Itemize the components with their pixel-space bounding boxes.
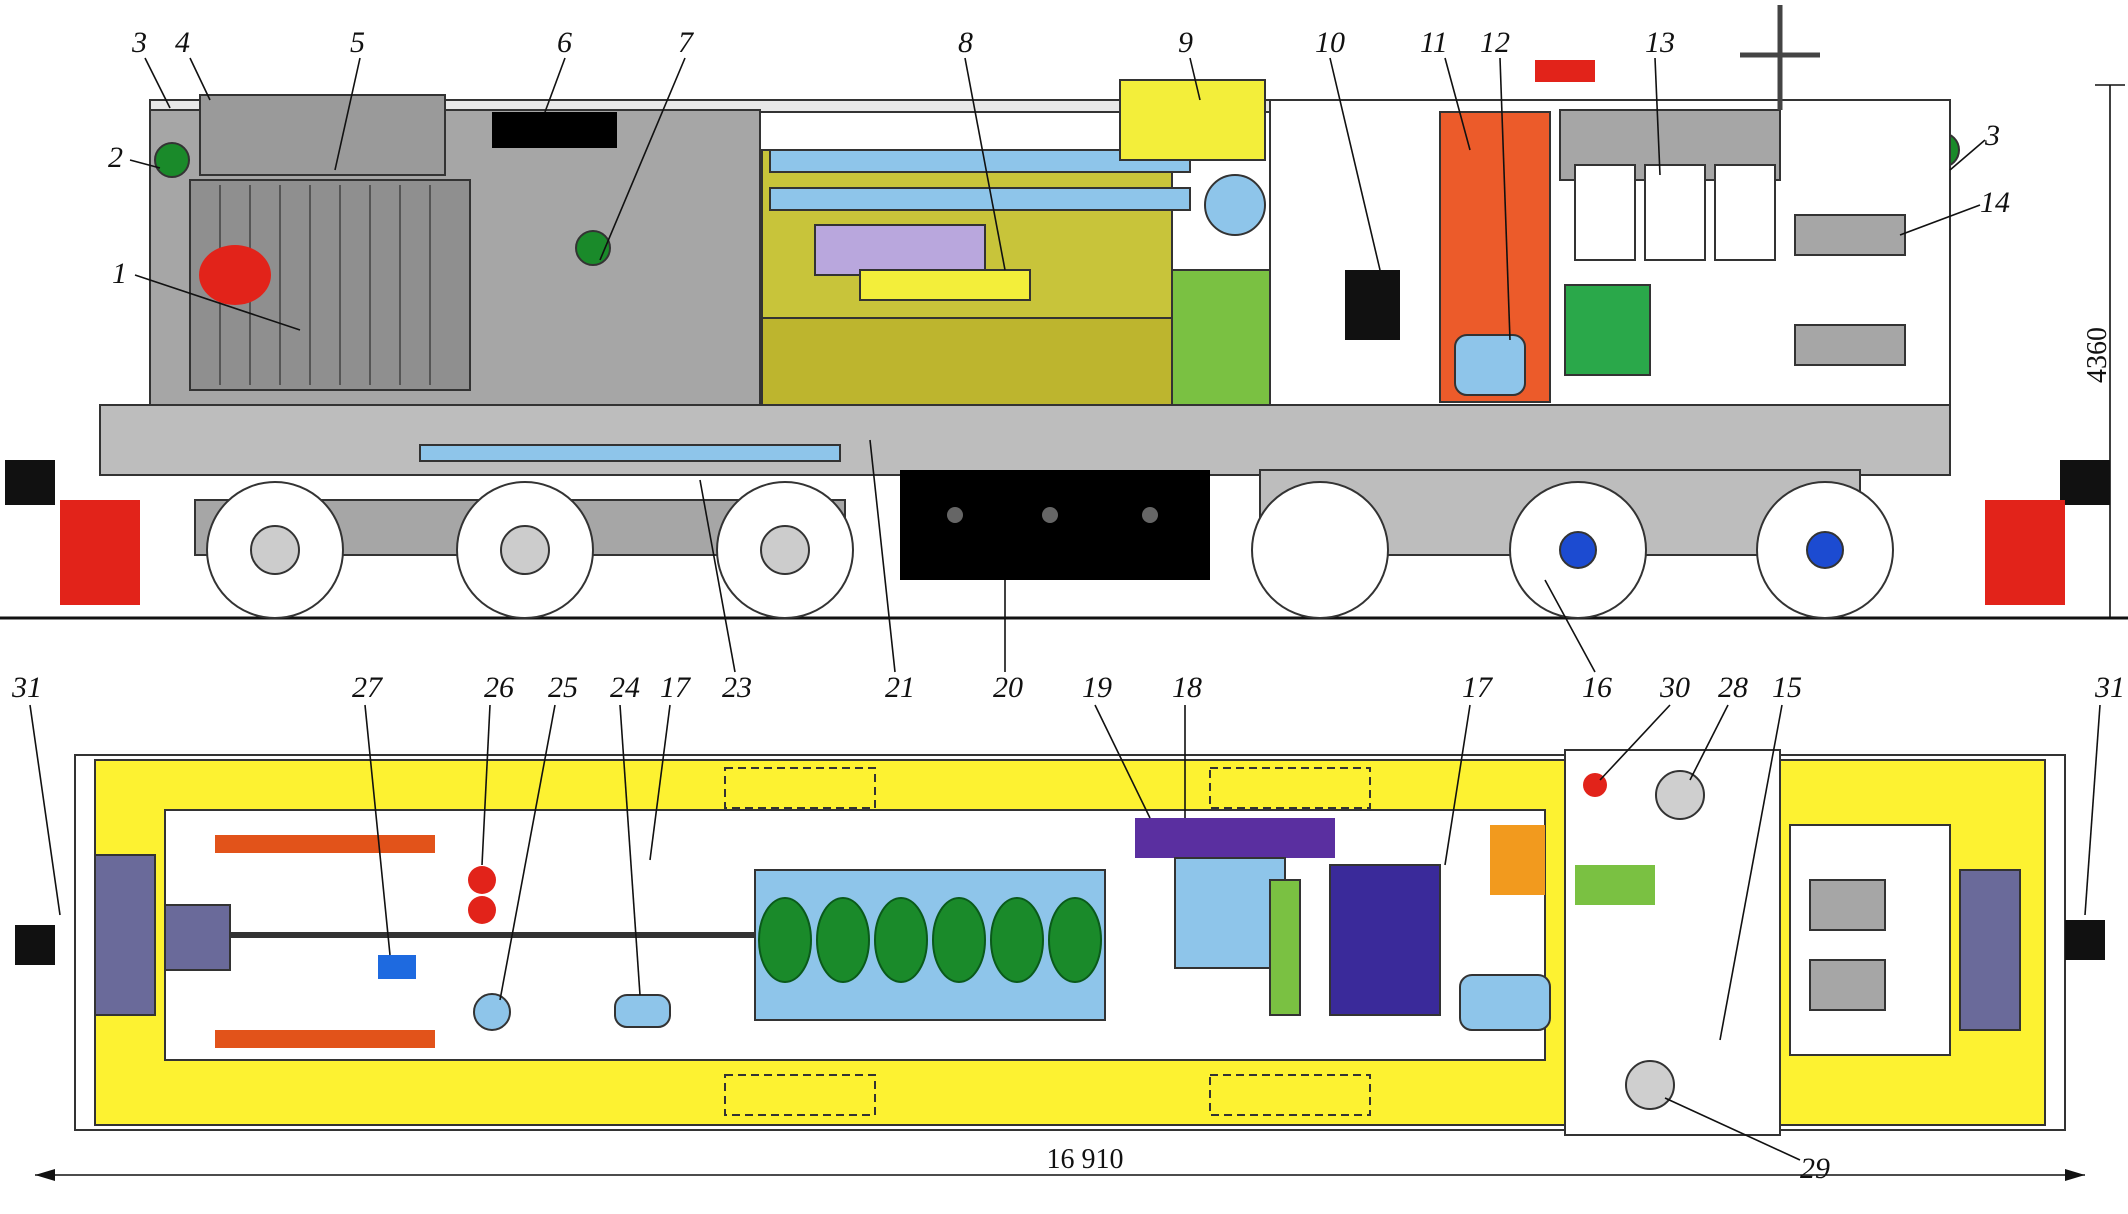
callout-2: 2 [108, 141, 123, 174]
turbocharger-plan [1174, 857, 1286, 969]
callout-1: 1 [112, 257, 127, 290]
control-desk [1564, 284, 1651, 376]
roof-hatch [492, 112, 617, 148]
height-dimension: 4360 [2082, 84, 2125, 618]
callout-27: 27 [352, 671, 384, 704]
callout-19: 19 [1082, 671, 1112, 704]
callout-labels: 1 2 3 4 5 6 7 8 9 10 11 12 13 3 14 23 21 [11, 26, 2125, 1185]
red-pump [468, 896, 496, 924]
turbo-charger [1204, 174, 1266, 236]
access-panels [724, 767, 1371, 1116]
callout-3: 3 [131, 26, 147, 59]
cab-window-3 [1714, 164, 1776, 261]
callout-9: 9 [1178, 26, 1193, 59]
callout-6: 6 [557, 26, 572, 59]
cab-window-1 [1574, 164, 1636, 261]
callout-14: 14 [1980, 186, 2010, 219]
callout-15: 15 [1772, 671, 1802, 704]
wheelset-1 [206, 481, 854, 619]
callout-8: 8 [958, 26, 973, 59]
coupler-icon [5, 460, 55, 505]
callout-5: 5 [350, 26, 365, 59]
generator-plan [1269, 879, 1301, 1016]
callout-10: 10 [1315, 26, 1345, 59]
snow-plow [60, 500, 140, 605]
red-pump [468, 866, 496, 894]
callout-25: 25 [548, 671, 578, 704]
traction-motor-blower [1329, 864, 1441, 1016]
fuel-tank-marker [1142, 507, 1158, 523]
callout-21: 21 [885, 671, 915, 704]
fan-drive [473, 993, 511, 1031]
battery-icon [1345, 270, 1400, 340]
callout-3b: 3 [1984, 119, 2000, 152]
callout-30: 30 [1659, 671, 1690, 704]
rear-reservoir [1809, 879, 1886, 931]
air-intake-duct [1119, 79, 1266, 161]
callout-31-right: 31 [2094, 671, 2125, 704]
cab-window-2 [1644, 164, 1706, 261]
callout-26: 26 [484, 671, 514, 704]
callout-29: 29 [1800, 1152, 1830, 1185]
horn-icon [1535, 60, 1595, 82]
wheelset-2 [1251, 481, 1894, 619]
side-view [0, 5, 2128, 620]
rear-reservoir [1809, 959, 1886, 1011]
fuel-tank-marker [1042, 507, 1058, 523]
callout-24: 24 [610, 671, 640, 704]
headlight-icon [154, 142, 190, 178]
callout-16: 16 [1582, 671, 1612, 704]
plan-rear-area [1789, 824, 1951, 1056]
end-platform [94, 854, 156, 1016]
coupler-icon [15, 925, 55, 965]
fan-blades [199, 245, 271, 305]
underframe [99, 404, 1951, 476]
callout-7: 7 [678, 26, 695, 59]
length-label: 16 910 [1047, 1144, 1124, 1175]
engine-head [814, 224, 986, 276]
orange-duct [1490, 825, 1545, 895]
front-axle-housing [164, 904, 231, 971]
engine-plan [754, 869, 1106, 1021]
cylinder-icon [1454, 334, 1526, 396]
snow-plow [1985, 500, 2065, 605]
callout-4: 4 [175, 26, 190, 59]
fuel-tank-marker [947, 507, 963, 523]
exhaust-manifold [1135, 818, 1335, 858]
engine-cylinders [758, 897, 1102, 983]
handbrake-wheel-icon [1655, 770, 1705, 820]
callout-31-left: 31 [11, 671, 42, 704]
callout-20: 20 [993, 671, 1023, 704]
length-dimension: 16 910 [35, 1144, 2085, 1181]
fuel-tank [900, 470, 1210, 580]
plan-view [15, 749, 2105, 1136]
callout-18: 18 [1172, 671, 1202, 704]
oil-filter [614, 994, 671, 1028]
callout-23: 23 [722, 671, 752, 704]
air-reservoir [1794, 324, 1906, 366]
callout-11: 11 [1420, 26, 1448, 59]
air-tank-plan [1459, 974, 1551, 1031]
air-reservoir [1794, 214, 1906, 256]
cooling-pipe-under [419, 444, 841, 462]
cab-seat [1625, 1060, 1675, 1110]
cab-console [1575, 865, 1655, 905]
callout-12: 12 [1480, 26, 1510, 59]
height-label: 4360 [2082, 327, 2113, 383]
engine-turbo [859, 269, 1031, 301]
callout-13: 13 [1645, 26, 1675, 59]
callout-17-left: 17 [660, 671, 692, 704]
cooling-pipes [769, 149, 1191, 211]
callout-28: 28 [1718, 671, 1748, 704]
coupler-icon [2065, 920, 2105, 960]
callout-17-right: 17 [1462, 671, 1494, 704]
blue-compressor [378, 955, 416, 979]
top-fan-housing [199, 94, 446, 176]
end-platform [1959, 869, 2021, 1031]
coupler-icon [2060, 460, 2110, 505]
